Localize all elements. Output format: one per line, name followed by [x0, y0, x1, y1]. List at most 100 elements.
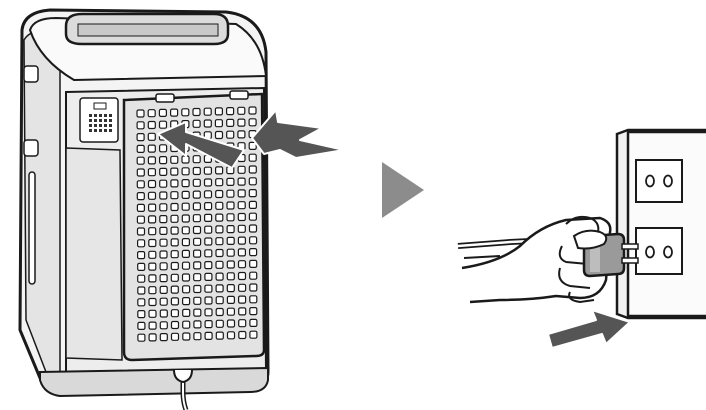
grille-hole [171, 204, 178, 211]
grille-hole [239, 332, 246, 339]
thumb [574, 231, 606, 249]
side-latch-mid [24, 140, 38, 156]
grille-hole [194, 227, 201, 234]
grille-hole [149, 181, 156, 188]
grille-hole [160, 298, 167, 305]
grille-hole [149, 299, 156, 306]
grille-hole [137, 216, 144, 223]
grille-hole [238, 214, 245, 221]
grille-hole [182, 250, 189, 257]
grille-hole [182, 180, 189, 187]
grille-hole [137, 193, 144, 200]
grille-hole [194, 250, 201, 257]
grille-hole [215, 108, 222, 115]
grille-hole [138, 275, 145, 282]
next-step-arrow-icon [382, 162, 424, 218]
grille-hole [194, 274, 201, 281]
grille-hole [238, 131, 245, 138]
grille-hole [216, 261, 223, 268]
grille-hole [171, 192, 178, 199]
grille-hole [182, 215, 189, 222]
grille-hole [149, 287, 156, 294]
grille-hole [238, 237, 245, 244]
grille-hole [183, 321, 190, 328]
grille-hole [216, 297, 223, 304]
grille-hole [149, 275, 156, 282]
grille-hole [204, 120, 211, 127]
grille-hole [183, 262, 190, 269]
grille-hole [227, 273, 234, 280]
side-latch-top [24, 66, 38, 82]
grille-hole [171, 239, 178, 246]
grille-hole [160, 192, 167, 199]
grille-hole [205, 262, 212, 269]
grille-hole [238, 249, 245, 256]
grille-hole [149, 228, 156, 235]
grille-hole [149, 263, 156, 270]
grille-hole [227, 119, 234, 126]
grille-hole [160, 251, 167, 258]
grille-hole [249, 201, 256, 208]
grille-hole [227, 237, 234, 244]
grille-hole [194, 262, 201, 269]
grille-hole [194, 333, 201, 340]
grille-hole [171, 298, 178, 305]
grille-hole [160, 275, 167, 282]
grille-hole [227, 178, 234, 185]
grille-hole [148, 110, 155, 117]
grille-hole [160, 227, 167, 234]
grille-hole [250, 260, 257, 267]
grille-hole [149, 240, 156, 247]
grille-hole [137, 204, 144, 211]
grille-hole [216, 285, 223, 292]
grille-hole [171, 156, 178, 163]
grille-hole [137, 110, 144, 117]
grille-hole [238, 166, 245, 173]
grille-hole [148, 145, 155, 152]
grille-hole [138, 263, 145, 270]
grille-hole [249, 119, 256, 126]
push-arrow [548, 310, 630, 348]
grille-hole [216, 226, 223, 233]
grille-hole [160, 157, 167, 164]
grille-hole [159, 109, 166, 116]
grille-hole [238, 178, 245, 185]
grille-hole [160, 310, 167, 317]
grille-hole [148, 122, 155, 129]
grille-hole [227, 131, 234, 138]
grille-hole [182, 109, 189, 116]
grille-hole [171, 251, 178, 258]
grille-hole [249, 154, 256, 161]
grille-hole [239, 296, 246, 303]
grille-hole [250, 296, 257, 303]
grille-hole [250, 237, 257, 244]
grille-hole [227, 202, 234, 209]
grille-hole [205, 238, 212, 245]
grille-hole [227, 261, 234, 268]
grille-hole [227, 190, 234, 197]
grille-hole [171, 168, 178, 175]
grille-hole [205, 179, 212, 186]
grille-hole [239, 261, 246, 268]
grille-hole [204, 108, 211, 115]
grille-hole [160, 239, 167, 246]
lower-compartment [66, 148, 122, 360]
grille-hole [138, 299, 145, 306]
grille-hole [250, 272, 257, 279]
grille-hole [160, 180, 167, 187]
grille-hole [137, 122, 144, 129]
grille-hole [227, 285, 234, 292]
grille-hole [193, 203, 200, 210]
grille-hole [138, 228, 145, 235]
grille-hole [193, 191, 200, 198]
grille-hole [194, 238, 201, 245]
grille-hole [149, 204, 156, 211]
grille-hole [205, 203, 212, 210]
plug-prong-top [622, 244, 638, 249]
grille-hole [182, 168, 189, 175]
grille-hole [160, 121, 167, 128]
grille-hole [227, 214, 234, 221]
grille-hole [137, 145, 144, 152]
grille-hole [138, 240, 145, 247]
grille-hole [193, 215, 200, 222]
